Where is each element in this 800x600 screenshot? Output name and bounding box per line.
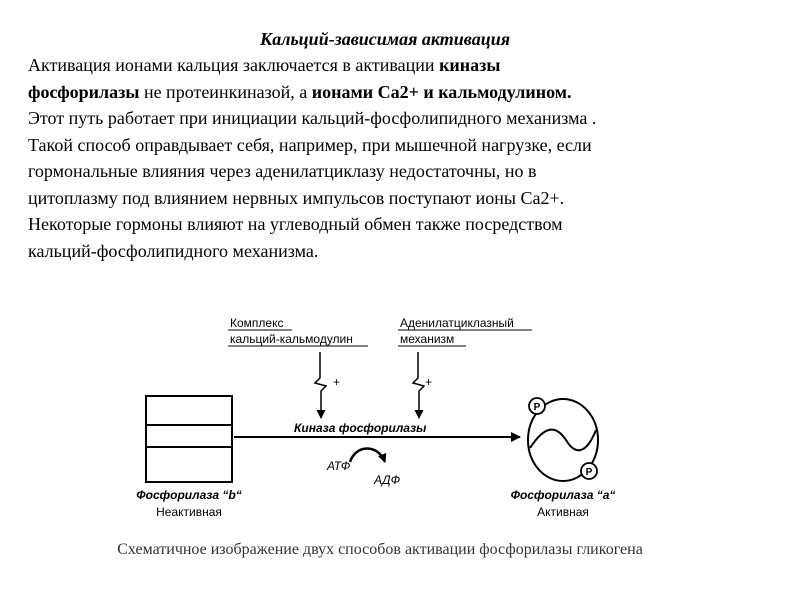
paragraph-text: Такой способ оправдывает себя, например,… bbox=[28, 134, 592, 155]
adenylate-signal-arrow bbox=[411, 352, 426, 419]
paragraph-text: цитоплазму под влиянием нервных импульсо… bbox=[28, 187, 565, 208]
adp-label: АДФ bbox=[373, 473, 401, 487]
adenylate-plus-sign: + bbox=[425, 375, 432, 389]
paragraph-text: Активация ионами кальция заключается в а… bbox=[28, 55, 440, 75]
slide-title: Кальций-зависимая активация bbox=[260, 29, 510, 49]
phosphorylase-b-name: Фосфорилаза “b“ bbox=[136, 488, 241, 502]
phosphorylase-b-state: Неактивная bbox=[156, 505, 222, 519]
phosphate-top-label: P bbox=[534, 402, 541, 413]
paragraph-text: не протеинкиназой, а bbox=[139, 81, 312, 102]
phosphorylase-a-wave bbox=[529, 428, 597, 452]
paragraph-bold-text: киназы bbox=[439, 55, 501, 75]
phosphorylase-b-shape bbox=[145, 395, 233, 483]
phosphate-bottom-circle bbox=[580, 462, 598, 480]
paragraph-line: фосфорилазы не протеинкиназой, а ионами … bbox=[28, 79, 768, 106]
paragraph-line: гормональные влияния через аденилатцикла… bbox=[28, 158, 768, 185]
adenylate-label-line2: механизм bbox=[400, 332, 454, 346]
complex-signal-arrow bbox=[313, 352, 328, 419]
figure-caption: Схематичное изображение двух способов ак… bbox=[117, 541, 643, 558]
activation-diagram: Комплекс кальций-кальмодулин Аденилатцик… bbox=[136, 316, 616, 519]
phosphorylase-a-name: Фосфорилаза “a“ bbox=[511, 488, 616, 502]
phosphate-bottom-label: P bbox=[586, 467, 593, 478]
complex-label-line1: Комплекс bbox=[230, 316, 283, 330]
body-paragraph: Активация ионами кальция заключается в а… bbox=[28, 52, 768, 264]
kinase-label: Киназа фосфорилазы bbox=[294, 421, 427, 435]
paragraph-line: Этот путь работает при инициации кальций… bbox=[28, 105, 768, 132]
paragraph-bold-text: ионами Са2+ и кальмодулином. bbox=[311, 81, 572, 102]
paragraph-line: цитоплазму под влиянием нервных импульсо… bbox=[28, 185, 768, 212]
paragraph-text: гормональные влияния через аденилатцикла… bbox=[28, 161, 537, 181]
complex-label-line2: кальций-кальмодулин bbox=[230, 332, 353, 346]
paragraph-text: Этот путь работает при инициации кальций… bbox=[28, 108, 597, 128]
adenylate-label-line1: Аденилатциклазный bbox=[400, 316, 514, 330]
paragraph-text: Некоторые гормоны влияют на углеводный о… bbox=[28, 214, 563, 234]
paragraph-line: кальций-фосфолипидного механизма. bbox=[28, 238, 768, 265]
paragraph-text: кальций-фосфолипидного механизма. bbox=[28, 240, 319, 261]
phosphorylase-a-state: Активная bbox=[537, 505, 589, 519]
paragraph-bold-text: фосфорилазы bbox=[28, 81, 140, 102]
paragraph-line: Некоторые гормоны влияют на углеводный о… bbox=[28, 211, 768, 238]
phosphate-top-circle bbox=[528, 397, 546, 415]
paragraph-line: Такой способ оправдывает себя, например,… bbox=[28, 132, 768, 159]
phosphorylase-a-shape bbox=[527, 398, 599, 482]
paragraph-line: Активация ионами кальция заключается в а… bbox=[28, 52, 768, 79]
atp-label: АТФ bbox=[326, 459, 351, 473]
atp-adp-arrow bbox=[348, 447, 387, 463]
complex-plus-sign: + bbox=[333, 375, 340, 389]
